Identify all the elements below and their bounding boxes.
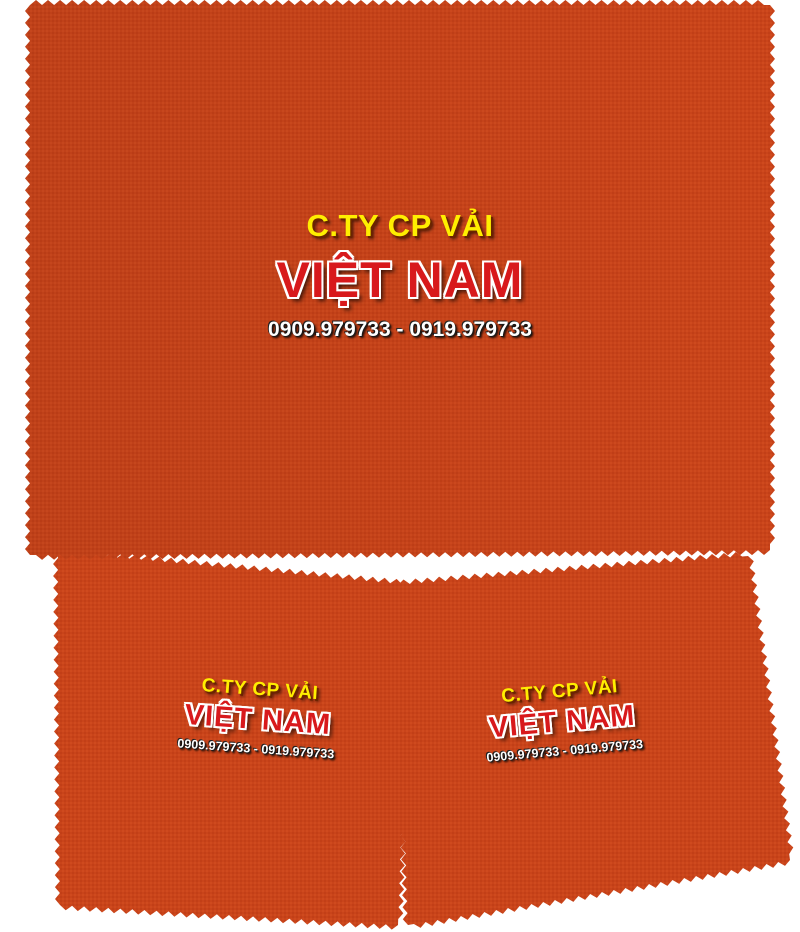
cloth-bottom-right: [393, 552, 794, 928]
cloth-main-label: C.TY CP VẢI VIỆT NAM 0909.979733 - 0919.…: [200, 210, 600, 340]
phone-text: 0909.979733 - 0919.979733: [268, 318, 532, 341]
cloth-bottom-left: [53, 547, 413, 930]
brand-text: VIỆT NAM: [276, 252, 524, 308]
company-text: C.TY CP VẢI: [306, 208, 494, 243]
